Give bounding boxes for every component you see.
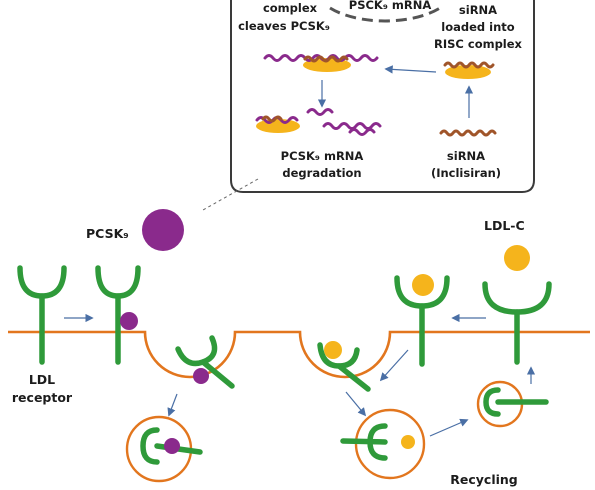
vesicle-ldl-endosome [340,408,426,480]
vesicle-pcsk9-lysosome [125,415,203,483]
receptor-endocytosis-ldl [317,341,371,392]
ldl-receptor-pcsk9-bound [95,265,141,365]
risc-mrna-complex [263,54,379,72]
label-sirna-bottom: siRNA [447,149,485,163]
dashed-cycle-arc [329,6,441,23]
arrow-to-recycling [429,418,469,437]
label-risc-complex: RISC complex [434,37,523,51]
label-pcsk9-mrna-top: PSCK₉ mRNA [349,0,432,12]
label-pcsk9: PCSK₉ [86,226,129,241]
ldl-receptor-1 [17,265,67,365]
label-complex: complex [263,1,318,15]
label-receptor: receptor [12,390,73,405]
arrow-to-lysosome [167,393,178,417]
ldl-receptor-recycled [482,281,552,365]
receptor-endocytosis-pcsk9 [175,335,235,389]
label-ldl-c: LDL-C [484,218,525,233]
rnai-inset: complex cleaves PCSK₉ PSCK₉ mRNA siRNA l… [230,0,535,193]
arrow-to-endosome [345,391,367,417]
pcsk9-bound [120,312,138,330]
label-sirna: siRNA [459,3,497,17]
risc-sirna-complex [443,61,495,79]
label-ldl: LDL [29,372,55,387]
vesicle-recycling [476,380,549,428]
pcsk9-molecule [142,209,184,251]
inset-frame [230,0,535,193]
label-recycling: Recycling [450,472,518,487]
label-cleaves-pcsk9: cleaves PCSK₉ [238,19,330,33]
receptor-ldl-bound [394,274,450,367]
arrow-ldl-endocytosis [379,349,409,382]
sirna-strand [439,129,497,137]
label-loaded-into: loaded into [441,20,514,34]
label-pcsk9-mrna: PCSK₉ mRNA [281,149,364,163]
ldl-c-molecule [504,245,530,271]
inset-connector [202,178,259,211]
arrow-risc-to-mrna [384,65,437,74]
degraded-mrna-fragments [255,108,382,136]
label-inclisiran: (Inclisiran) [431,166,501,180]
label-degradation: degradation [282,166,361,180]
cell-membrane [8,330,590,379]
